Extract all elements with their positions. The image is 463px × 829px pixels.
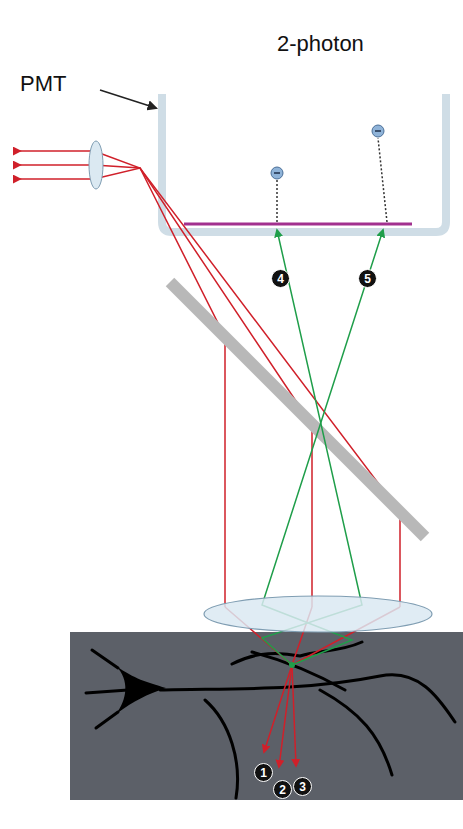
callout-number: 4 bbox=[271, 269, 290, 288]
callout-text: 1 bbox=[260, 767, 267, 779]
objective-lens bbox=[204, 596, 432, 632]
neuron-soma bbox=[116, 666, 166, 714]
figure-title: 2-photon bbox=[277, 32, 364, 56]
pmt-housing bbox=[162, 94, 446, 232]
callout-number: 1 bbox=[254, 763, 273, 782]
callout-text: 5 bbox=[364, 273, 371, 285]
callout-number: 2 bbox=[273, 780, 292, 799]
tissue-block bbox=[70, 632, 463, 800]
neuron bbox=[86, 642, 455, 798]
leader-line bbox=[100, 90, 156, 108]
focusing-lens bbox=[89, 141, 103, 189]
callout-text: 2 bbox=[279, 784, 286, 796]
callout-number: 3 bbox=[293, 777, 312, 796]
photocathode bbox=[184, 223, 412, 226]
callout-text: 4 bbox=[277, 273, 284, 285]
electron bbox=[271, 125, 387, 222]
callout-number: 5 bbox=[358, 269, 377, 288]
callout-text: 3 bbox=[299, 781, 306, 793]
focal-point bbox=[289, 662, 295, 668]
part-label: PMT bbox=[20, 72, 66, 96]
